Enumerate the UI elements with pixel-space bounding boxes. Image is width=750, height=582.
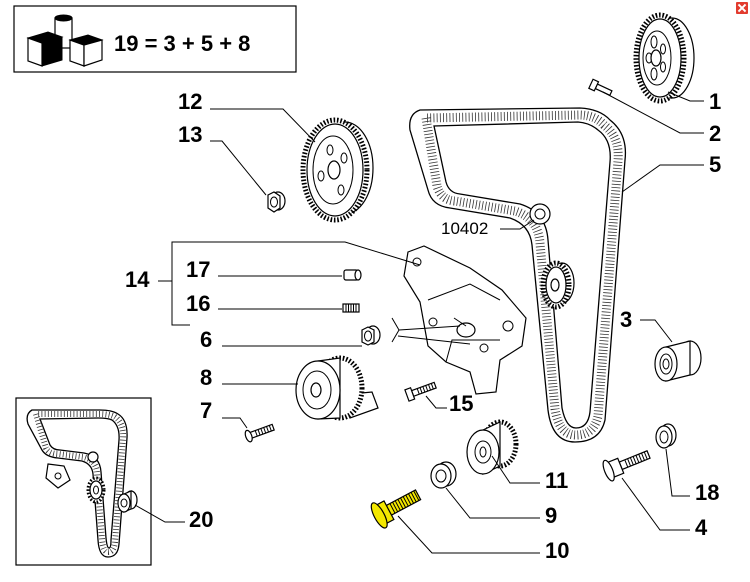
leader-fork-6: [391, 317, 471, 345]
callout-13[interactable]: 13: [178, 122, 202, 147]
belt-bracket: [403, 245, 527, 395]
reference-number: 10402: [441, 219, 488, 238]
inset-pulley: [86, 476, 106, 504]
callout-labels: 1 2 5 12 13 14 17 16 6 8 7 15 3 11 9 10 …: [125, 89, 721, 563]
leader-line-20: [134, 504, 185, 523]
callout-17[interactable]: 17: [186, 257, 210, 282]
leader-line-4: [621, 477, 690, 531]
leader-bracket-14: [158, 241, 421, 326]
leader-line-7: [222, 417, 248, 429]
callout-16[interactable]: 16: [186, 291, 210, 316]
timing-belt: [409, 107, 627, 443]
flange-bolt: [602, 450, 651, 482]
leader-line-1: [667, 91, 704, 102]
belt-idler-pulley: [540, 260, 575, 310]
crank-sprocket: [466, 419, 519, 475]
leader-line-3: [640, 319, 673, 343]
leader-line-18: [665, 448, 690, 497]
highlighted-bolt: [370, 489, 422, 529]
callout-5[interactable]: 5: [709, 152, 721, 177]
inset-bracket: [45, 463, 71, 489]
pulley-bolt: [588, 78, 613, 97]
inset-roller: [117, 490, 138, 513]
leader-line-13: [210, 140, 267, 196]
close-icon[interactable]: [736, 2, 748, 14]
callout-18[interactable]: 18: [695, 480, 719, 505]
washer-18: [655, 423, 677, 449]
pulley-nut: [267, 191, 286, 213]
callout-14[interactable]: 14: [125, 267, 150, 292]
bracket-stud-threaded: [342, 303, 360, 313]
callout-3[interactable]: 3: [620, 307, 632, 332]
leader-line-12: [210, 108, 316, 143]
callout-10[interactable]: 10: [545, 538, 569, 563]
callout-4[interactable]: 4: [695, 515, 708, 540]
leader-line-10402: [500, 219, 535, 230]
callout-11[interactable]: 11: [545, 468, 568, 493]
leader-line-10: [397, 515, 540, 554]
callout-7[interactable]: 7: [200, 398, 212, 423]
kit-formula-text: 19 = 3 + 5 + 8: [114, 31, 250, 56]
callout-8[interactable]: 8: [200, 365, 212, 390]
callout-20[interactable]: 20: [189, 507, 213, 532]
bracket-stud-short: [343, 269, 362, 281]
kit-box-icon: [26, 14, 104, 67]
leader-line-9: [445, 487, 540, 519]
toothed-pulley-left: [300, 117, 374, 223]
callout-2[interactable]: 2: [709, 121, 721, 146]
leader-line-11: [491, 455, 540, 484]
idler-roller: [654, 340, 702, 382]
kit-inset-box: [15, 397, 152, 566]
leader-line-2: [602, 91, 704, 134]
callout-9[interactable]: 9: [545, 503, 557, 528]
washer-9: [430, 461, 457, 489]
kit-formula-box: 19 = 3 + 5 + 8: [13, 5, 297, 73]
callout-6[interactable]: 6: [200, 327, 212, 352]
leader-line-15: [425, 395, 447, 409]
belt-tensioner-eye: [529, 203, 551, 225]
bracket-nut: [361, 325, 381, 346]
tensioner-bolt: [244, 423, 275, 443]
callout-12[interactable]: 12: [178, 89, 202, 114]
toothed-pulley-top: [633, 12, 695, 104]
callout-1[interactable]: 1: [709, 89, 721, 114]
leader-lines: [134, 91, 704, 554]
callout-15[interactable]: 15: [449, 391, 473, 416]
bracket-bolt: [404, 381, 437, 402]
leader-line-5: [621, 164, 704, 193]
tensioner-pulley: [295, 355, 379, 421]
